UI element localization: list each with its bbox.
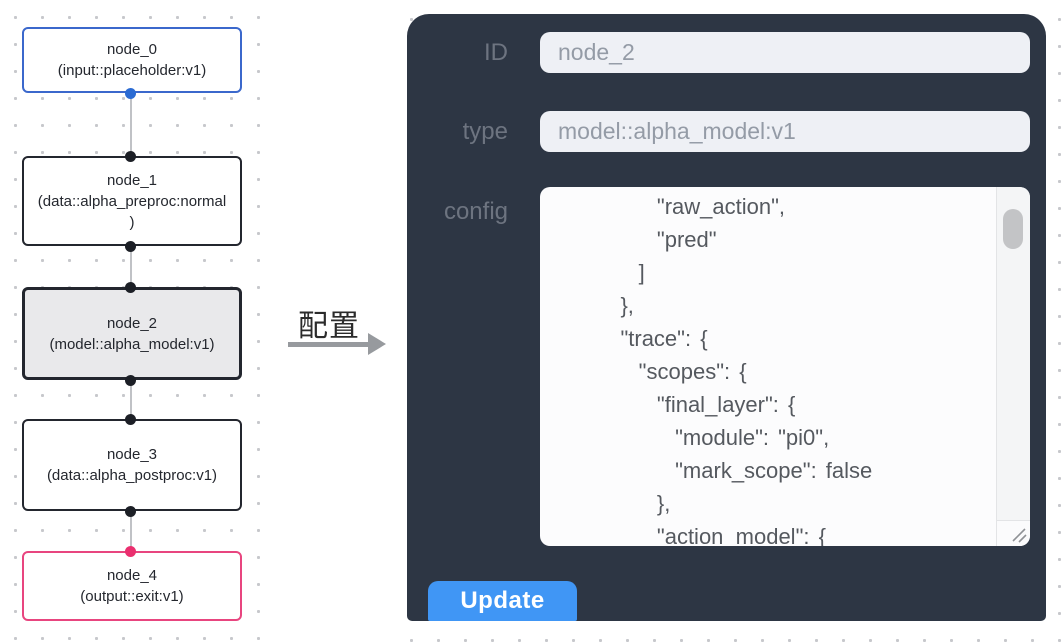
node-subtitle: (data::alpha_postproc:v1) — [46, 467, 218, 484]
update-button[interactable]: Update — [428, 581, 577, 621]
port-node_2-input[interactable] — [125, 282, 136, 293]
node-subtitle: (model::alpha_model:v1) — [49, 335, 215, 353]
flow-node-node_1[interactable]: node_1 (data::alpha_preproc:normal) — [22, 156, 242, 246]
right-arrow-icon — [288, 342, 370, 347]
node-subtitle: (input::placeholder:v1) — [57, 62, 207, 79]
edge-node_0-node_1 — [130, 93, 132, 156]
config-scrollbar-thumb[interactable] — [1003, 209, 1023, 249]
edge-node_1-node_2 — [130, 246, 132, 287]
port-node_0-output[interactable] — [125, 88, 136, 99]
port-node_2-output[interactable] — [125, 375, 136, 386]
config-field-label: config — [443, 198, 508, 225]
config-textarea[interactable]: "raw_action", "pred" ] }, "trace": { "sc… — [540, 187, 1030, 546]
config-json-text[interactable]: "raw_action", "pred" ] }, "trace": { "sc… — [620, 194, 873, 546]
node-title: node_0 — [106, 41, 158, 58]
edge-node_2-node_3 — [130, 380, 132, 419]
flow-node-node_2[interactable]: node_2 (model::alpha_model:v1) — [22, 287, 242, 380]
port-node_3-output[interactable] — [125, 506, 136, 517]
port-node_4-input[interactable] — [125, 546, 136, 557]
edge-node_3-node_4 — [130, 511, 132, 551]
port-node_1-input[interactable] — [125, 151, 136, 162]
node-subtitle: (output::exit:v1) — [80, 588, 184, 605]
node-title: node_3 — [106, 446, 158, 463]
panel-canvas-backdrop: ID node_2 type model::alpha_model:v1 con… — [393, 0, 1062, 643]
port-node_3-input[interactable] — [125, 414, 136, 425]
type-field-label: type — [462, 118, 508, 145]
type-input[interactable]: model::alpha_model:v1 — [540, 111, 1030, 152]
node-title: node_4 — [106, 567, 158, 584]
node-config-panel: ID node_2 type model::alpha_model:v1 con… — [407, 14, 1046, 621]
flow-node-node_0[interactable]: node_0 (input::placeholder:v1) — [22, 27, 242, 93]
node-subtitle: (data::alpha_preproc:normal) — [37, 192, 227, 231]
config-scrollbar[interactable] — [996, 187, 1030, 520]
flow-node-node_3[interactable]: node_3 (data::alpha_postproc:v1) — [22, 419, 242, 511]
flow-node-node_4[interactable]: node_4 (output::exit:v1) — [22, 551, 242, 621]
right-arrow-head-icon — [368, 333, 386, 355]
id-field-label: ID — [484, 39, 508, 66]
id-input[interactable]: node_2 — [540, 32, 1030, 73]
textarea-resize-handle-icon[interactable] — [996, 520, 1030, 546]
port-node_1-output[interactable] — [125, 241, 136, 252]
config-annotation-label: 配置 — [298, 310, 360, 343]
node-title: node_2 — [106, 314, 158, 332]
node-title: node_1 — [106, 171, 158, 189]
flow-canvas[interactable]: node_0 (input::placeholder:v1) node_1 (d… — [0, 0, 278, 643]
